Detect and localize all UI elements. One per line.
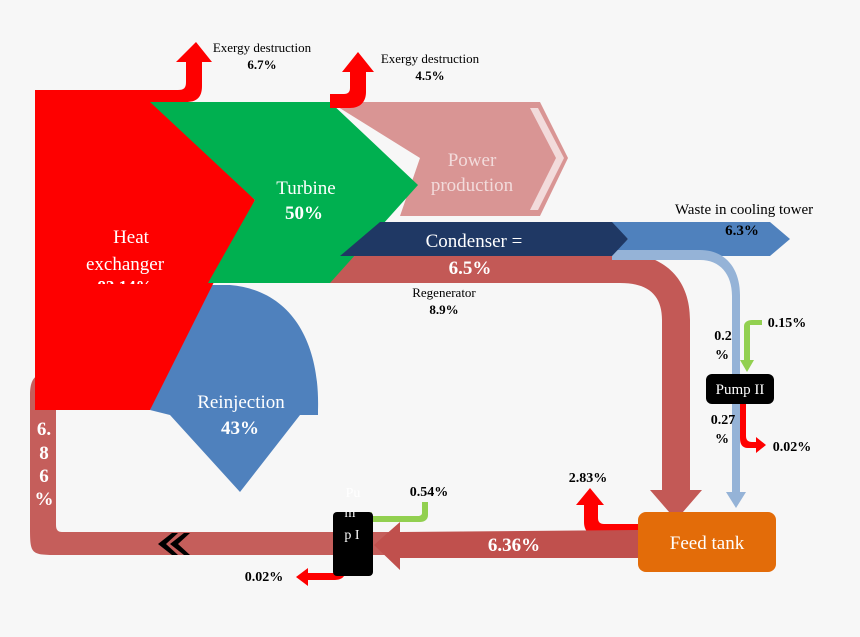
- pump2-green-input: [740, 320, 762, 372]
- condenser-label: Condenser =: [426, 231, 523, 252]
- return-flow-char-1: 6.: [37, 419, 51, 440]
- condenser-arrow: [340, 222, 628, 256]
- return-chevron-2: [170, 533, 190, 555]
- light-blue-flow: [612, 250, 740, 375]
- return-flow-char-4: %: [35, 489, 54, 510]
- return-flow-char-3: 6: [39, 466, 49, 487]
- exergy-destruction-1-value: 6.7%: [247, 57, 276, 72]
- pump2-loss-value: 0.02%: [773, 440, 812, 455]
- waste-cooling-label: Waste in cooling tower: [675, 202, 813, 218]
- pump1-box: [333, 512, 373, 576]
- power-production-label-2: production: [431, 175, 514, 196]
- waste-cooling-value: 6.3%: [725, 223, 759, 239]
- pump1-label-1: Pu: [346, 486, 361, 501]
- power-production-chevron: [530, 108, 564, 210]
- regenerator-flow: [330, 253, 702, 520]
- pump2-box: [706, 374, 774, 404]
- power-production-arrow: [330, 102, 568, 216]
- regenerator-label: Regenerator: [412, 285, 476, 300]
- reinjection-flow: [150, 285, 319, 492]
- heat-exchanger-value: 83.14%: [97, 277, 152, 296]
- turbine-label: Turbine: [276, 178, 335, 199]
- power-production-label-1: Power: [448, 150, 497, 171]
- exergy-destruction-1-arrow: [150, 42, 212, 102]
- feed-tank-label: Feed tank: [670, 533, 745, 554]
- pump1-green-value: 0.54%: [410, 485, 449, 500]
- turbine-value: 50%: [285, 203, 323, 224]
- pump2-in-value-2: %: [715, 348, 729, 363]
- pump1-green-input: [360, 502, 428, 526]
- condenser-value: 6.5%: [449, 258, 492, 279]
- pump2-in-value-1: 0.2: [714, 329, 732, 344]
- exergy-destruction-2-label: Exergy destruction: [381, 51, 480, 66]
- heat-exchanger-shape: [35, 90, 255, 410]
- cooling-waste-arrow: [610, 222, 790, 256]
- pump2-out-value-1: 0.27: [711, 413, 736, 428]
- pump1-loss-value: 0.02%: [245, 570, 284, 585]
- pump1-loss-arrow: [296, 565, 345, 586]
- flow-6-36-label: 6.36%: [488, 535, 540, 556]
- feed-tank-box: [638, 512, 776, 572]
- return-chevron-1: [158, 533, 178, 555]
- exergy-destruction-2-value: 4.5%: [415, 68, 444, 83]
- regenerator-value: 8.9%: [429, 302, 458, 317]
- return-flow-char-2: 8: [39, 443, 49, 464]
- exergy-destruction-1-label: Exergy destruction: [213, 40, 312, 55]
- pump1-label-2: m: [345, 506, 356, 521]
- pump2-label: Pump II: [716, 382, 765, 398]
- heat-exchanger-label-2: exchanger: [86, 254, 165, 275]
- exergy-destruction-2-arrow: [330, 52, 374, 108]
- flow-6-36: [374, 522, 640, 570]
- reinjection-value: 43%: [221, 418, 259, 439]
- light-blue-flow-2: [726, 404, 746, 508]
- turbine-shape: [150, 102, 418, 283]
- pump2-green-value: 0.15%: [768, 316, 807, 331]
- feed-tank-loss-value: 2.83%: [569, 471, 608, 486]
- pump1-label-3: p I: [344, 528, 360, 543]
- pump2-out-value-2: %: [715, 432, 729, 447]
- feed-tank-loss-arrow: [576, 488, 640, 535]
- pump2-loss-arrow: [740, 404, 766, 453]
- reinjection-label: Reinjection: [197, 392, 285, 413]
- heat-exchanger-label-1: Heat: [113, 227, 150, 248]
